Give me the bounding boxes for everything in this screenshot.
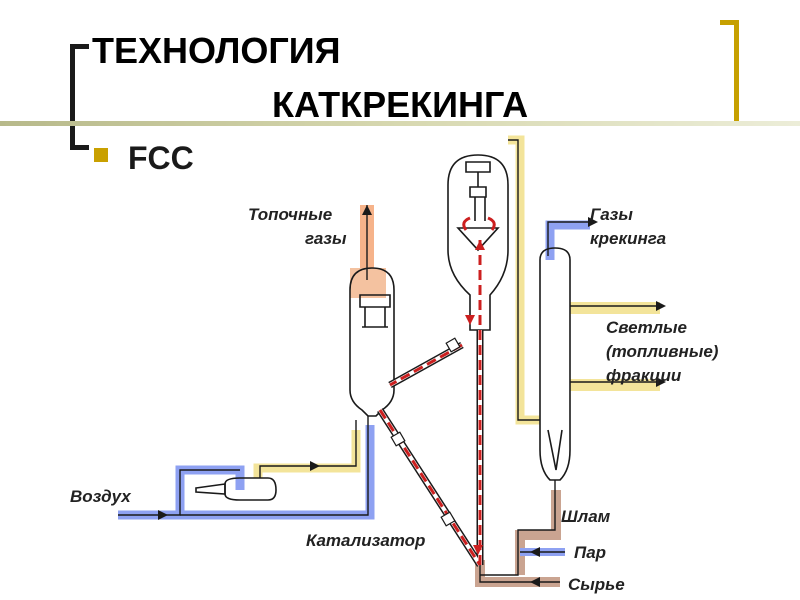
arrow-right-icon bbox=[656, 377, 666, 387]
label-light-3: фракции bbox=[606, 366, 682, 385]
reactor-vapour-pipe bbox=[508, 139, 540, 421]
label-feed: Сырье bbox=[568, 575, 625, 594]
label-light-1: Светлые bbox=[606, 318, 688, 337]
arrow-down-icon bbox=[473, 545, 483, 555]
arrow-up-icon bbox=[475, 240, 485, 250]
label-light-2: (топливные) bbox=[606, 342, 719, 361]
fractionation-column bbox=[539, 247, 571, 481]
sludge-band bbox=[515, 490, 561, 575]
arrow-right-icon bbox=[588, 217, 598, 227]
catalyst-arrows bbox=[465, 240, 485, 555]
arrow-left-icon bbox=[530, 547, 540, 557]
column-bottom-cone bbox=[547, 429, 563, 471]
regenerator-cyclone bbox=[359, 294, 391, 308]
label-catalyst: Катализатор bbox=[306, 531, 426, 550]
air-blower bbox=[224, 477, 277, 501]
label-sludge: Шлам bbox=[561, 507, 611, 526]
valve-icon bbox=[390, 431, 406, 447]
arrow-right-icon bbox=[656, 301, 666, 311]
arrow-right-icon bbox=[310, 461, 320, 471]
reactor-cyclone bbox=[469, 172, 487, 221]
air-blower-inlet bbox=[195, 483, 226, 495]
cracking-gas-pipe bbox=[547, 221, 590, 256]
valve-icon bbox=[445, 337, 461, 353]
reactor-top bbox=[465, 161, 491, 173]
air-to-regen-pipe bbox=[180, 416, 369, 516]
title-bracket-left bbox=[70, 44, 89, 150]
label-flue-gas-2: газы bbox=[305, 229, 347, 248]
air-band-1 bbox=[118, 465, 245, 520]
title-underline bbox=[0, 121, 800, 126]
label-air: Воздух bbox=[70, 487, 131, 506]
flow-arrows bbox=[158, 205, 666, 587]
arrow-down-icon bbox=[465, 315, 475, 325]
page-title-line1: ТЕХНОЛОГИЯ bbox=[92, 30, 341, 71]
air-pipe-2 bbox=[259, 420, 357, 478]
regenerator-cyclone-legs bbox=[362, 307, 388, 328]
arrow-right-icon bbox=[158, 510, 168, 520]
air-pipe bbox=[118, 469, 240, 516]
piping bbox=[118, 139, 660, 583]
spent-catalyst-line bbox=[389, 343, 463, 387]
valve-icon bbox=[440, 511, 456, 527]
regenerator bbox=[349, 267, 395, 417]
arrow-left-icon bbox=[530, 577, 540, 587]
label-cracking-gas-2: крекинга bbox=[590, 229, 667, 248]
cracking-gas-band bbox=[545, 220, 590, 260]
page-title-line2: КАТКРЕКИНГА bbox=[272, 84, 529, 125]
sludge-pipe bbox=[480, 480, 556, 576]
catalyst-lines bbox=[377, 216, 496, 567]
label-cracking-gas-1: Газы bbox=[590, 205, 633, 224]
bullet-icon bbox=[94, 148, 108, 162]
label-steam: Пар bbox=[574, 543, 607, 562]
equipment bbox=[195, 154, 571, 501]
subtitle: FCC bbox=[128, 140, 194, 176]
label-flue-gas-1: Топочные bbox=[248, 205, 333, 224]
reactor-flow-swirl bbox=[462, 216, 471, 231]
arrow-up-icon bbox=[362, 205, 372, 215]
reactor bbox=[447, 154, 509, 331]
reactor-cone bbox=[456, 227, 500, 252]
yellow-band-vapour bbox=[508, 135, 540, 425]
yellow-band-regen bbox=[253, 430, 361, 478]
